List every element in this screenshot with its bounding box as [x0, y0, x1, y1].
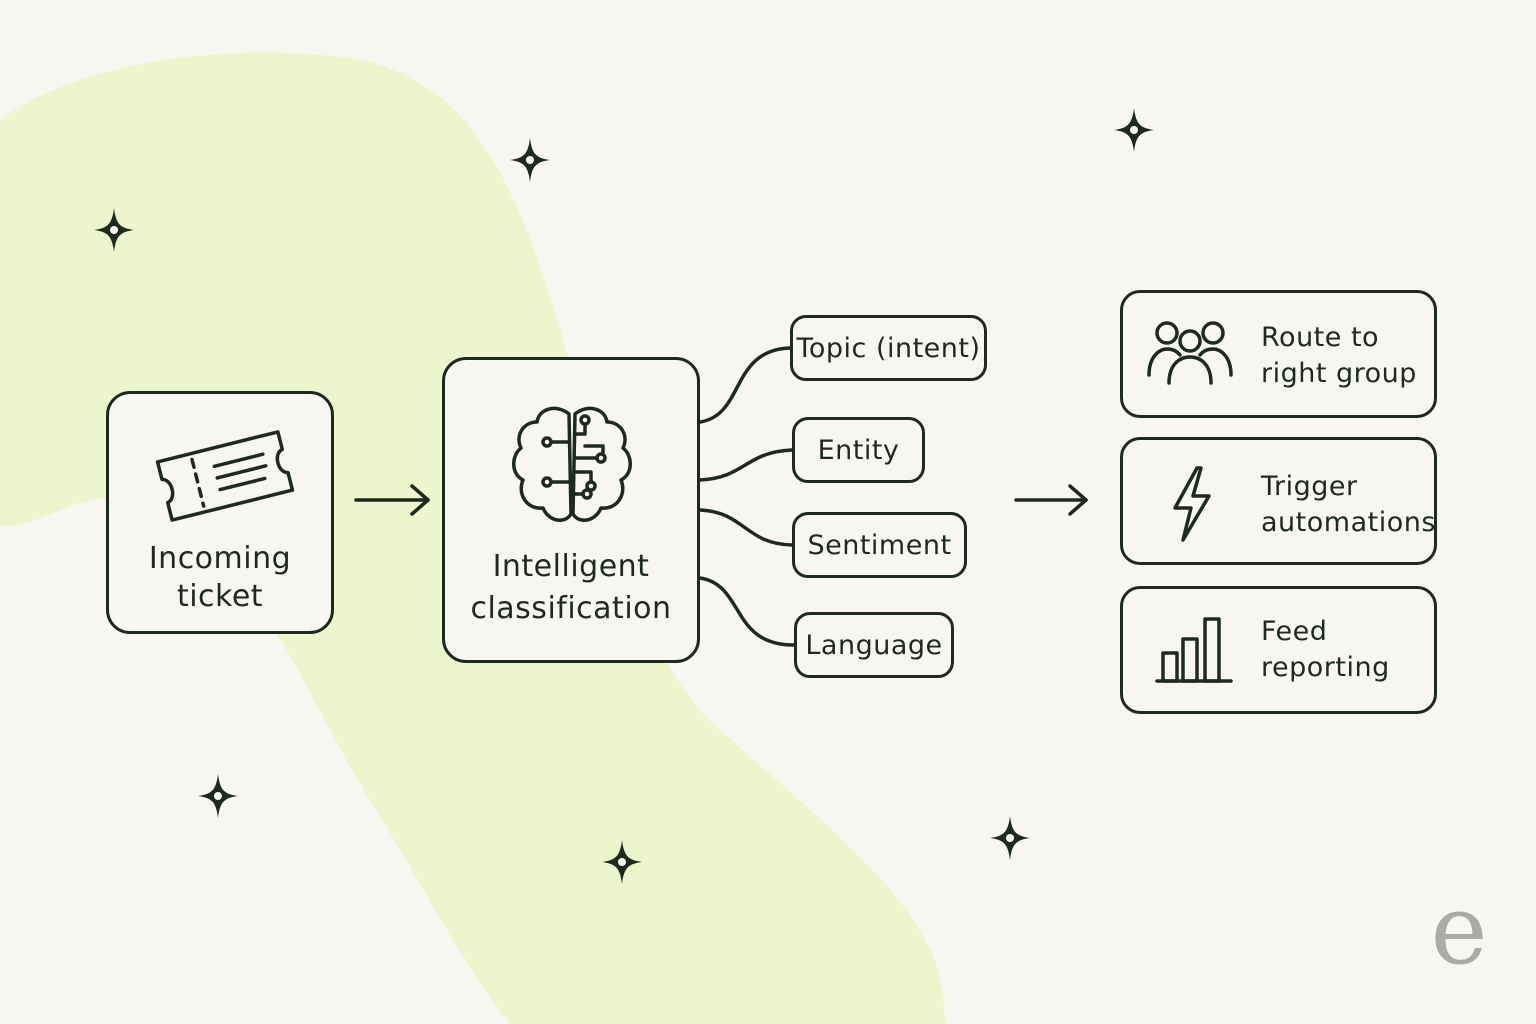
outcome-feed: Feed reporting	[1120, 586, 1437, 714]
attribute-label: Topic (intent)	[796, 332, 981, 364]
arrow-right-icon	[354, 484, 430, 516]
incoming-ticket-label-line1: Incoming	[148, 541, 292, 576]
outcome-label-line2: right group	[1261, 358, 1417, 389]
outcome-label-line2: automations	[1261, 507, 1436, 538]
outcome-label-line1: Route to	[1261, 322, 1380, 353]
attribute-pill-topic: Topic (intent)	[790, 315, 987, 381]
attribute-pill-entity: Entity	[792, 417, 925, 483]
arrow-right-icon	[1014, 484, 1088, 516]
bar-chart-icon	[1155, 617, 1233, 683]
brand-logo: e	[1430, 874, 1488, 986]
people-group-icon	[1147, 321, 1233, 385]
connector-sentiment	[698, 508, 794, 547]
sparkle-icon	[198, 774, 238, 818]
sparkle-icon	[1114, 108, 1154, 152]
outcome-route: Route to right group	[1120, 290, 1437, 418]
sparkle-icon	[94, 208, 134, 252]
attribute-label: Sentiment	[807, 529, 952, 561]
incoming-ticket-label-line2: ticket	[176, 579, 264, 614]
connector-topic	[698, 346, 792, 424]
classification-label-line1: Intelligent	[492, 549, 650, 584]
attribute-label: Entity	[817, 434, 900, 466]
outcome-label-line1: Feed	[1261, 616, 1328, 647]
attribute-pill-sentiment: Sentiment	[792, 512, 967, 578]
connector-language	[698, 576, 796, 647]
sparkle-icon	[602, 840, 642, 884]
attribute-pill-language: Language	[794, 612, 954, 678]
branch-connectors	[698, 346, 796, 647]
brain-circuit-icon	[512, 406, 632, 522]
incoming-ticket-node: Incoming ticket	[106, 391, 334, 634]
outcome-label-line1: Trigger	[1261, 471, 1358, 502]
sparkle-icon	[510, 138, 550, 182]
classification-label-line2: classification	[470, 591, 672, 626]
attribute-label: Language	[805, 629, 943, 661]
classification-node: Intelligent classification	[442, 357, 700, 663]
ticket-icon	[155, 430, 295, 522]
sparkle-icon	[990, 816, 1030, 860]
lightning-bolt-icon	[1173, 466, 1211, 542]
outcome-trigger: Trigger automations	[1120, 437, 1437, 565]
outcome-label-line2: reporting	[1261, 652, 1390, 683]
connector-entity	[698, 448, 794, 482]
